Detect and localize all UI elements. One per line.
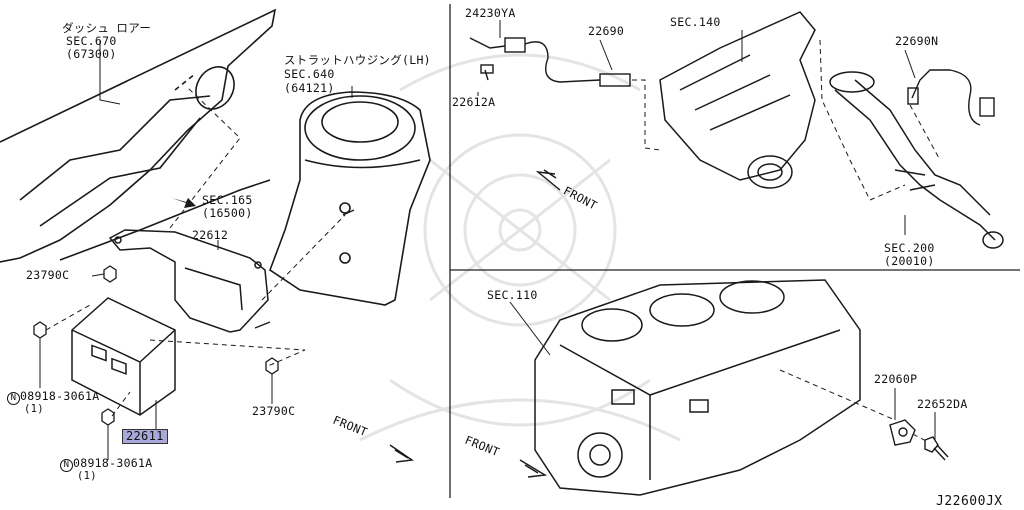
label-part-23790c-lower[interactable]: 23790C bbox=[252, 404, 296, 418]
label-sec110[interactable]: SEC.110 bbox=[487, 288, 538, 302]
catalytic-converter bbox=[829, 71, 1004, 249]
label-qty-lower: (1) bbox=[77, 470, 97, 482]
ecm-bracket bbox=[108, 229, 269, 333]
bolt-22652da bbox=[924, 436, 949, 461]
knock-sensor-22060p bbox=[889, 419, 916, 446]
label-part-08918-3061a-upper[interactable]: 08918-3061A bbox=[20, 389, 100, 403]
cylinder-block bbox=[534, 279, 861, 496]
label-strut-housing-jp: ストラットハウジング(LH) bbox=[284, 53, 431, 67]
label-part-08918-3061a-lower[interactable]: 08918-3061A bbox=[73, 456, 153, 470]
watermark-emblem bbox=[359, 53, 681, 442]
label-part-22690[interactable]: 22690 bbox=[588, 24, 625, 38]
sec165-arrow bbox=[172, 198, 196, 208]
right-leaders bbox=[477, 20, 936, 440]
label-part-22690n[interactable]: 22690N bbox=[895, 34, 939, 48]
left-dashed-leaders bbox=[45, 87, 346, 417]
label-sec640-code: (64121) bbox=[284, 81, 335, 95]
label-qty-upper: (1) bbox=[24, 403, 44, 415]
label-sec200[interactable]: SEC.200 bbox=[884, 241, 935, 255]
label-sec670[interactable]: SEC.670 bbox=[66, 34, 117, 48]
exhaust-manifold bbox=[659, 11, 816, 189]
label-part-24230ya[interactable]: 24230YA bbox=[465, 6, 516, 20]
label-sec640[interactable]: SEC.640 bbox=[284, 67, 335, 81]
left-leaders bbox=[39, 40, 353, 460]
label-sec670-code: (67300) bbox=[66, 47, 117, 61]
strut-housing bbox=[269, 91, 431, 306]
label-sec165[interactable]: SEC.165 bbox=[202, 193, 253, 207]
left-fasteners bbox=[33, 209, 355, 426]
label-part-22612[interactable]: 22612 bbox=[192, 228, 229, 242]
label-part-23790c-upper[interactable]: 23790C bbox=[26, 268, 70, 282]
label-part-22611[interactable]: 22611 bbox=[122, 429, 168, 444]
label-sec140[interactable]: SEC.140 bbox=[670, 15, 721, 29]
front-arrows bbox=[389, 169, 561, 478]
label-part-22060p[interactable]: 22060P bbox=[874, 372, 918, 386]
label-sec200-code: (20010) bbox=[884, 254, 935, 268]
panel-dividers bbox=[449, 4, 1020, 498]
label-part-22652da[interactable]: 22652DA bbox=[917, 397, 968, 411]
dash-lower-panel bbox=[0, 8, 277, 263]
o2-sensor-22690n bbox=[907, 69, 995, 126]
label-part-22612a[interactable]: 22612A bbox=[452, 95, 496, 109]
o2-sensor-22690 bbox=[469, 37, 631, 87]
label-sec165-code: (16500) bbox=[202, 206, 253, 220]
label-dash-lower-jp: ダッシュ ロアー bbox=[62, 21, 152, 35]
figure-code: J22600JX bbox=[936, 494, 1003, 509]
